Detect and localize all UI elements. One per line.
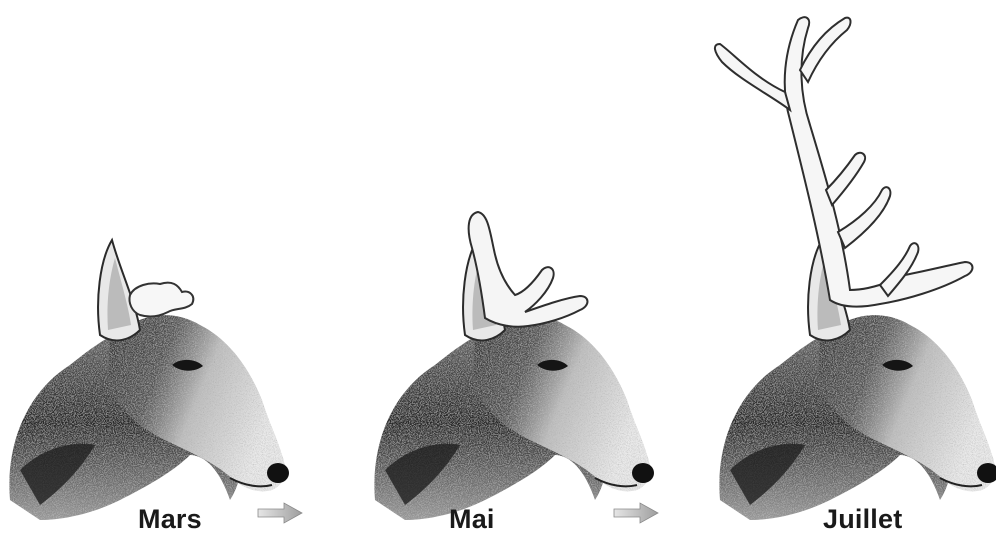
label-mai: Mai	[449, 504, 495, 534]
arrow-right-icon	[614, 503, 658, 523]
deer-panel-mai: Mai	[374, 212, 654, 534]
antler-growing	[469, 212, 588, 327]
antler-button	[129, 283, 193, 317]
arrow-right-icon	[258, 503, 302, 523]
deer-panel-mars: Mars	[9, 240, 289, 534]
deer-panel-juillet: Juillet	[715, 17, 996, 534]
label-mars: Mars	[138, 504, 202, 534]
label-juillet: Juillet	[823, 504, 902, 534]
